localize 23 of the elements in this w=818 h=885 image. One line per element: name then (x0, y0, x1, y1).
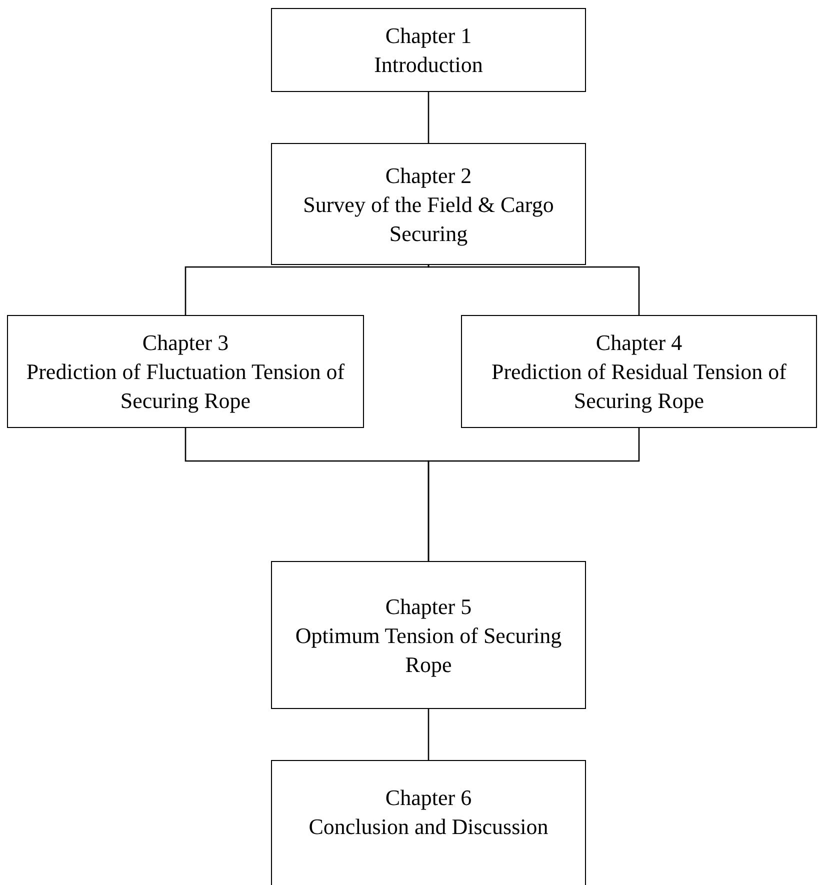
chapter-box (271, 143, 586, 265)
chapter-number: Chapter 2 (385, 162, 472, 190)
chapter-box (271, 561, 586, 709)
chapter-number: Chapter 5 (385, 592, 472, 620)
chapter-box (271, 8, 586, 92)
connector-line (428, 264, 640, 315)
chapter-box (7, 315, 364, 428)
chapter-number: Chapter 6 (385, 784, 472, 812)
chapter-title: Introduction (374, 51, 483, 79)
connector-line (428, 709, 430, 760)
chapter-title: Prediction of Residual Tension of Securing Rope (490, 358, 788, 415)
connector-line (428, 92, 430, 143)
connector-line (184, 264, 430, 315)
chapter-title: Optimum Tension of Securing Rope (294, 622, 563, 678)
chapter-number: Chapter 1 (385, 22, 472, 50)
chapter-number: Chapter 3 (142, 329, 229, 357)
chapter-title: Prediction of Fluctuation Tension of Securing Rope (25, 358, 346, 415)
chapter-box (461, 315, 817, 428)
chapter-box (271, 760, 586, 885)
chapter-number: Chapter 4 (596, 329, 682, 357)
chapter-title: Survey of the Field & Cargo Securing (302, 190, 555, 248)
chapter-title: Conclusion and Discussion (308, 813, 548, 841)
connector-line (428, 428, 640, 561)
